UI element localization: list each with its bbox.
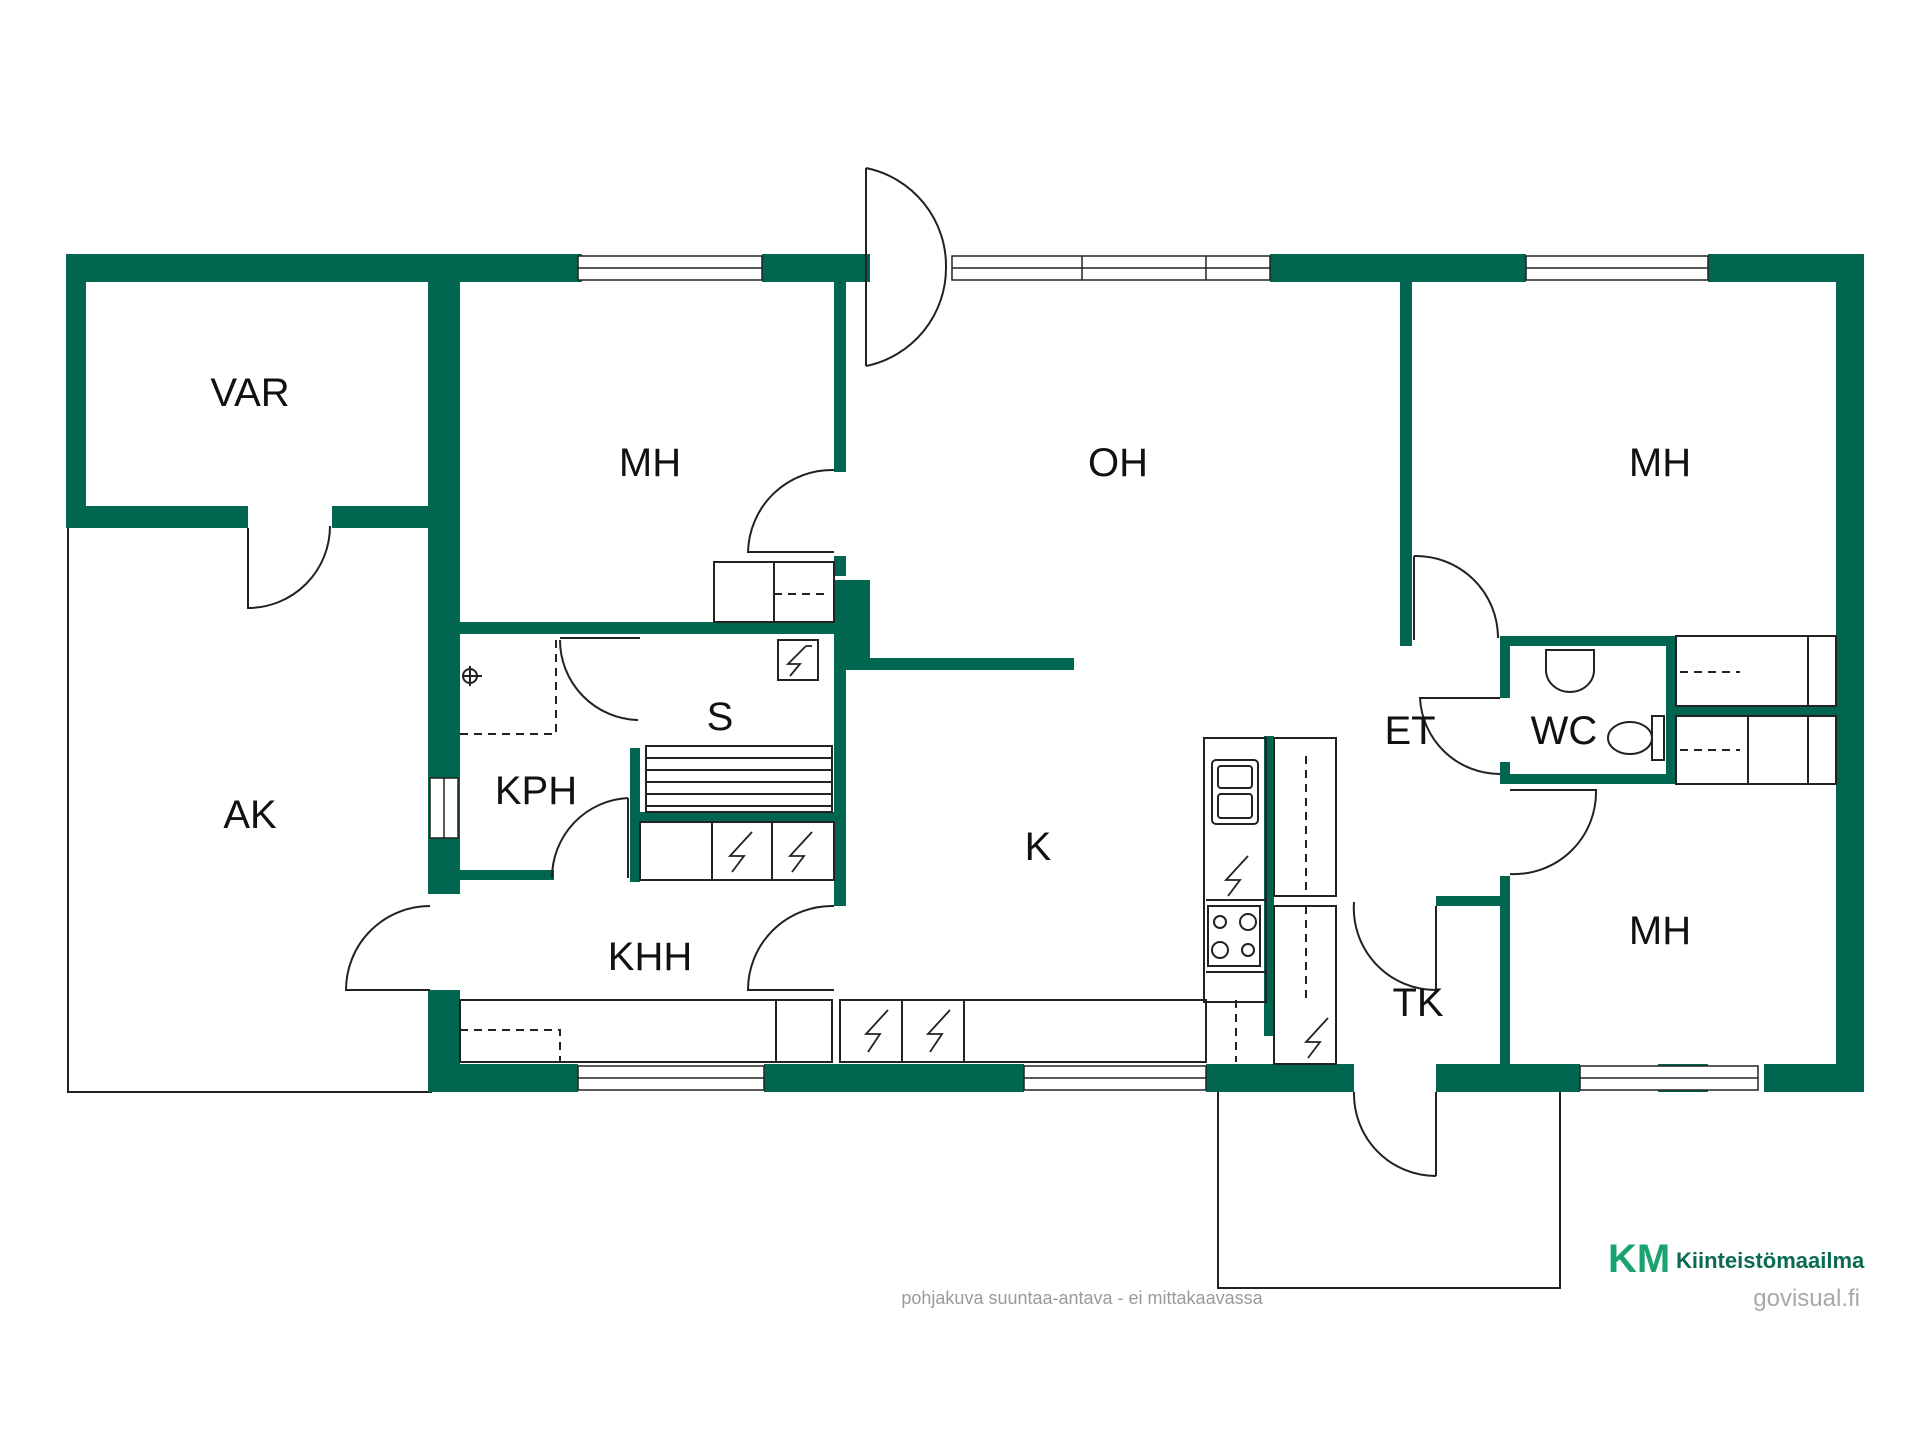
door-swing-icon xyxy=(550,797,629,879)
lightning-icon xyxy=(727,831,753,873)
room-label-tk: TK xyxy=(1392,981,1443,1025)
lightning-icon xyxy=(925,1009,951,1053)
lightning-icon xyxy=(787,831,813,873)
door-swing-icon xyxy=(344,905,431,991)
doors xyxy=(247,167,1598,1177)
disclaimer-text: pohjakuva suuntaa-antava - ei mittakaava… xyxy=(901,1288,1263,1308)
room-label-khh: KHH xyxy=(608,935,692,979)
room-label-wc: WC xyxy=(1531,709,1598,753)
outlines xyxy=(67,528,1561,1289)
room-label-k: K xyxy=(1025,825,1052,869)
door-swing-icon xyxy=(1509,789,1598,876)
door-swing-icon xyxy=(247,525,331,610)
heater-icon xyxy=(777,639,819,681)
fixtures xyxy=(459,561,1837,1065)
brand-name: Kiinteistömaailma xyxy=(1676,1248,1865,1273)
room-label-s: S xyxy=(707,695,734,739)
room-label-oh: OH xyxy=(1088,441,1148,485)
door-swing-icon xyxy=(746,468,835,553)
door-swing-icon xyxy=(559,637,640,721)
door-swing-icon xyxy=(1413,554,1499,640)
room-label-mh-left: MH xyxy=(619,441,681,485)
lightning-icon xyxy=(863,1009,889,1053)
washbasin-icon xyxy=(1545,649,1595,693)
door-swing-icon xyxy=(865,167,948,367)
room-labels: VAR MH OH MH AK S KPH K ET WC MH KHH TK xyxy=(210,371,1691,1025)
room-label-mh-top-right: MH xyxy=(1629,441,1691,485)
lightning-icon xyxy=(1303,1017,1329,1059)
door-swing-icon xyxy=(1352,1091,1437,1177)
door-swing-icon xyxy=(746,904,835,991)
windows xyxy=(429,255,1759,1091)
sink-icon xyxy=(1211,759,1259,825)
room-label-mh-bottom-right: MH xyxy=(1629,909,1691,953)
room-label-kph: KPH xyxy=(495,769,577,813)
logo-mark: KM xyxy=(1608,1237,1670,1281)
stove-icon xyxy=(1207,905,1261,967)
room-label-var: VAR xyxy=(210,371,289,415)
brand-logo: KM Kiinteistömaailma xyxy=(1608,1237,1865,1281)
credit-text: govisual.fi xyxy=(1753,1285,1860,1312)
toilet-icon xyxy=(1607,715,1665,761)
appliances xyxy=(727,645,1329,1059)
lightning-icon xyxy=(1223,855,1249,897)
shower-icon xyxy=(462,666,482,686)
room-label-et: ET xyxy=(1384,709,1435,753)
door-swing-icon xyxy=(1352,901,1437,992)
lightning-icon xyxy=(785,645,812,677)
room-label-ak: AK xyxy=(223,793,277,837)
door-swing-icon xyxy=(1418,697,1501,776)
